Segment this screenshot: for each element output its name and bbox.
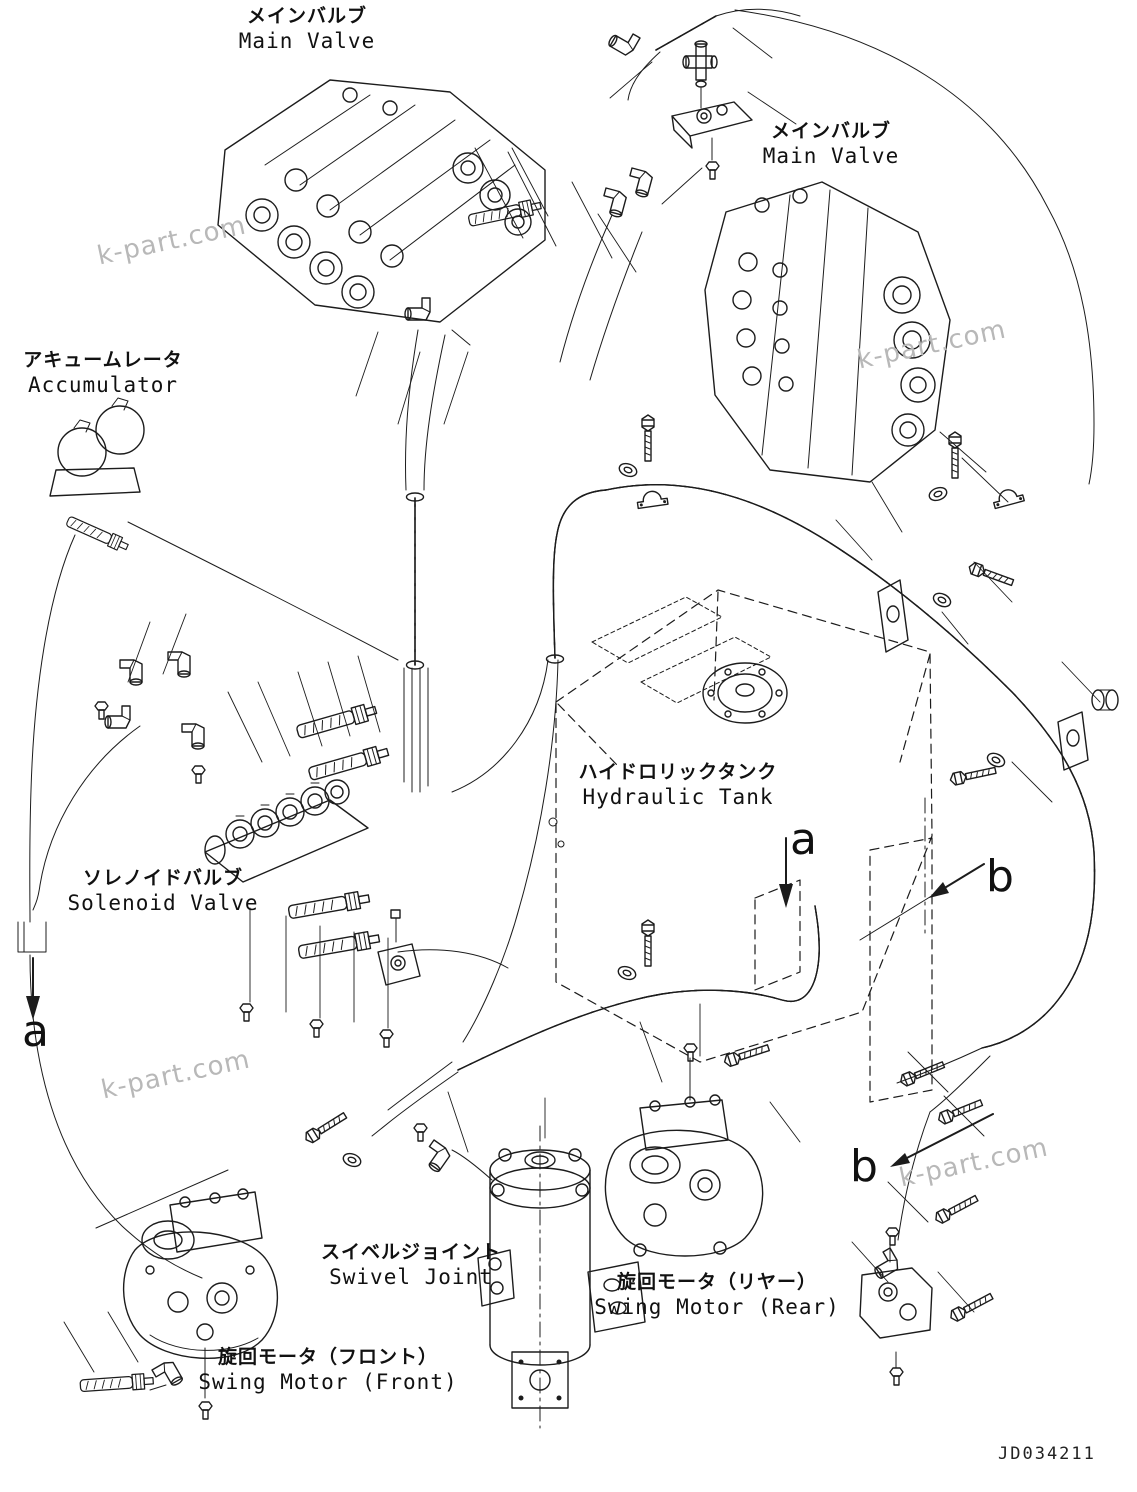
- label-main-valve-left: メインバルブ Main Valve: [238, 5, 376, 53]
- swing-motor-rear-drawing: [604, 1094, 764, 1257]
- label-hydraulic-tank-en: Hydraulic Tank: [582, 784, 774, 809]
- fittings-hardware: [79, 24, 1119, 1395]
- main-valve-left-drawing: [217, 79, 546, 323]
- label-accumulator: アキュームレータ Accumulator: [23, 349, 183, 397]
- label-hydraulic-tank-ja: ハイドロリックタンク: [578, 761, 778, 783]
- swivel-joint-drawing: [477, 1148, 646, 1409]
- label-accumulator-en: Accumulator: [27, 372, 179, 397]
- section-marker-b-top: b: [986, 851, 1014, 902]
- section-marker-a-top: a: [790, 814, 817, 865]
- section-plates: [539, 797, 933, 1429]
- label-solenoid-valve-ja: ソレノイドバルブ: [82, 867, 244, 889]
- label-swing-motor-front-ja: 旋回モータ（フロント）: [217, 1346, 438, 1368]
- section-marker-arrows: [26, 837, 994, 1167]
- accumulator-drawing: [49, 397, 145, 554]
- label-main-valve-left-en: Main Valve: [238, 28, 376, 53]
- label-swing-motor-rear-en: Swing Motor (Rear): [594, 1294, 840, 1319]
- hoses-thin: [17, 8, 1095, 1391]
- section-marker-a-bottom: a: [22, 1006, 49, 1057]
- label-main-valve-right-en: Main Valve: [762, 143, 900, 168]
- label-main-valve-right-ja: メインバルブ: [770, 120, 891, 142]
- main-valve-right-drawing: [704, 181, 951, 483]
- wrapped-hoses: [405, 16, 1095, 1070]
- label-swing-motor-rear-ja: 旋回モータ（リヤー）: [616, 1271, 818, 1293]
- label-main-valve-left-ja: メインバルブ: [246, 5, 367, 27]
- label-main-valve-right: メインバルブ Main Valve: [762, 120, 900, 168]
- label-solenoid-valve: ソレノイドバルブ Solenoid Valve: [67, 867, 259, 915]
- leader-lines: [63, 27, 1101, 1373]
- section-marker-b-bottom: b: [850, 1141, 878, 1192]
- label-hydraulic-tank: ハイドロリックタンク Hydraulic Tank: [578, 761, 778, 809]
- swing-motor-front-drawing: [122, 1188, 279, 1420]
- label-solenoid-valve-en: Solenoid Valve: [67, 890, 259, 915]
- hydraulic-tank-drawing: [548, 589, 933, 1063]
- label-swivel-joint: スイベルジョイント Swivel Joint: [320, 1241, 502, 1289]
- drawing-number: JD034211: [998, 1444, 1096, 1464]
- solenoid-valve-drawing: [204, 779, 369, 883]
- label-swivel-joint-ja: スイベルジョイント: [320, 1241, 502, 1263]
- label-accumulator-ja: アキュームレータ: [23, 349, 183, 371]
- label-swing-motor-rear: 旋回モータ（リヤー） Swing Motor (Rear): [594, 1271, 840, 1319]
- label-swivel-joint-en: Swivel Joint: [329, 1264, 493, 1289]
- label-swing-motor-front: 旋回モータ（フロント） Swing Motor (Front): [198, 1346, 458, 1394]
- label-swing-motor-front-en: Swing Motor (Front): [198, 1369, 458, 1394]
